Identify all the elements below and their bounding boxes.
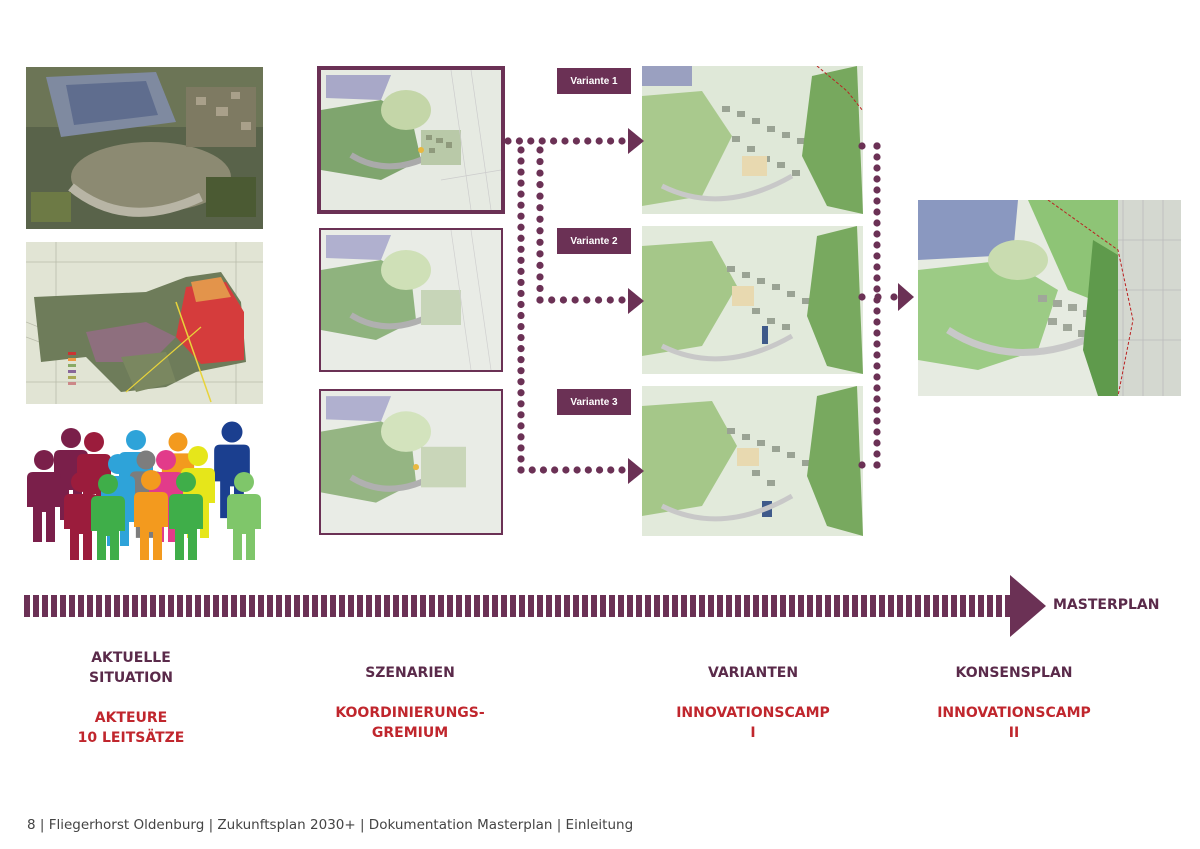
stage-title-consensus: KONSENSPLAN (955, 665, 1073, 681)
variant-map-1 (642, 66, 863, 214)
stage-sub-variants: INNOVATIONSCAMP I (676, 705, 830, 741)
consensus-plan-map (918, 200, 1181, 396)
aerial-photo (26, 67, 263, 229)
arrow-head-variant-3 (628, 458, 644, 484)
variant-label-3: Variante 3 (557, 389, 631, 415)
timeline-end-label: MASTERPLAN (1053, 597, 1160, 613)
variant-label-2: Variante 2 (557, 228, 631, 254)
arrow-head-variant-1 (628, 128, 644, 154)
land-use-plan (26, 242, 263, 404)
stage-title-scenarios: SZENARIEN (365, 665, 455, 681)
stage-sub-scenarios: KOORDINIERUNGS- GREMIUM (335, 705, 485, 741)
person-figure (134, 470, 168, 562)
arrow-head-consensus (898, 283, 914, 311)
stage-sub-current-situation: AKTEURE 10 LEITSÄTZE (77, 710, 185, 746)
timeline-arrow (24, 575, 1046, 637)
page-footer: 8 | Fliegerhorst Oldenburg | Zukunftspla… (27, 817, 634, 833)
variant-map-3 (642, 386, 863, 536)
person-figure (227, 472, 261, 564)
scenario-map-2 (319, 228, 503, 372)
stage-sub-consensus: INNOVATIONSCAMP II (937, 705, 1091, 741)
variant-map-2 (642, 226, 863, 374)
stage-title-variants: VARIANTEN (707, 665, 799, 681)
stakeholder-people-icon (26, 420, 266, 566)
person-figure (91, 474, 125, 566)
scenario-map-3 (319, 389, 503, 535)
variant-label-1: Variante 1 (557, 68, 631, 94)
person-figure (169, 472, 203, 564)
arrow-head-variant-2 (628, 288, 644, 314)
scenario-map-1 (317, 66, 505, 214)
stage-title-current-situation: AKTUELLE SITUATION (89, 650, 173, 686)
person-figure (27, 450, 61, 542)
person-figure (64, 472, 98, 564)
